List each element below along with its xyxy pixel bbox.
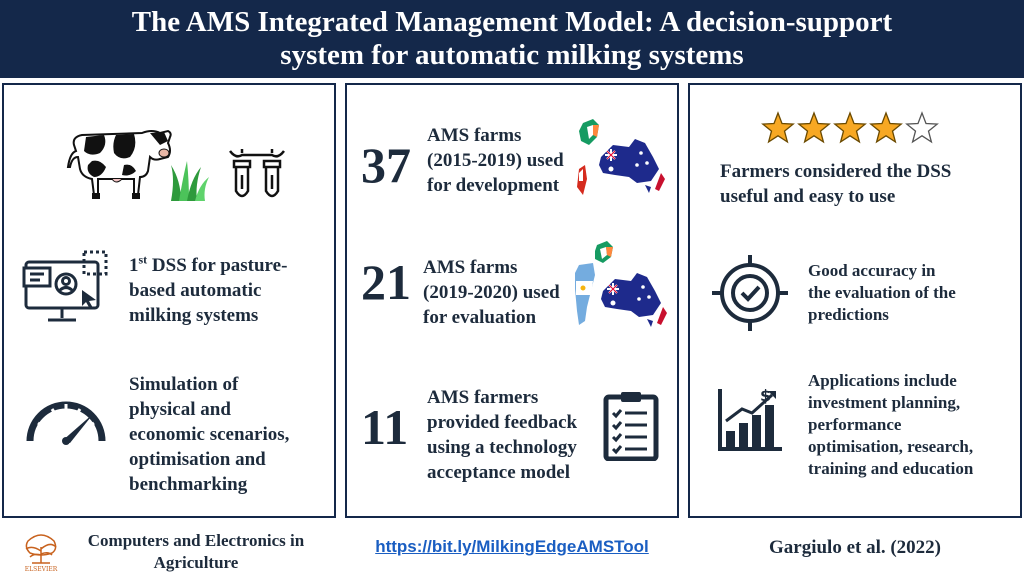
elsevier-logo-text: ELSEVIER: [25, 566, 58, 573]
star-filled-icon: [869, 111, 903, 144]
applications-line5: training and education: [808, 459, 974, 478]
grass-icon: [171, 161, 209, 201]
feedback-farmers-count: 11: [361, 399, 409, 455]
evaluation-line1: AMS farms: [423, 257, 518, 278]
rating-line1: Farmers considered the DSS: [720, 161, 952, 182]
dss-line2: based automatic: [129, 280, 262, 301]
evaluation-farms-text: AMS farms (2019-2020) used for evaluatio…: [423, 255, 560, 330]
clipboard-checklist-icon: [603, 392, 659, 461]
evaluation-line2: (2019-2020) used: [423, 282, 560, 303]
citation: Gargiulo et al. (2022): [768, 537, 942, 558]
simulation-description: Simulation of physical and economic scen…: [129, 372, 289, 497]
development-line3: for development: [427, 175, 560, 196]
dss-ordinal: 1: [129, 255, 139, 276]
page-title-line2: system for automatic milking systems: [280, 39, 744, 71]
simulation-line4: optimisation and: [129, 449, 266, 470]
argentina-ireland-australia-map-icon: [575, 241, 667, 327]
feedback-farmers-text: AMS farmers provided feedback using a te…: [427, 385, 577, 485]
feedback-line4: acceptance model: [427, 462, 570, 483]
computer-user-icon: [22, 250, 108, 322]
rating-line2: useful and easy to use: [720, 186, 896, 207]
applications-line4: optimisation, research,: [808, 437, 974, 456]
panel-farms: 37 AMS farms (2015-2019) used for develo…: [345, 83, 679, 518]
accuracy-description: Good accuracy in the evaluation of the p…: [808, 260, 956, 326]
development-line1: AMS farms: [427, 125, 522, 146]
journal-line2: Agriculture: [153, 553, 239, 572]
feedback-line1: AMS farmers: [427, 387, 539, 408]
page-title-line1: The AMS Integrated Management Model: A d…: [131, 6, 893, 38]
dss-line3: milking systems: [129, 305, 259, 326]
target-check-icon: [712, 255, 788, 331]
elsevier-logo-icon: ELSEVIER: [25, 534, 58, 573]
accuracy-line1: Good accuracy in: [808, 261, 936, 280]
feedback-line2: provided feedback: [427, 412, 578, 433]
dss-ordinal-suffix: st: [138, 252, 148, 267]
panel-overview: 1st DSS for pasture- based automatic mil…: [2, 83, 336, 518]
development-farms-text: AMS farms (2015-2019) used for developme…: [427, 123, 564, 198]
star-filled-icon: [761, 111, 795, 144]
applications-description: Applications include investment planning…: [808, 370, 973, 480]
simulation-line3: economic scenarios,: [129, 424, 290, 445]
dss-line1: DSS for pasture-: [147, 255, 288, 276]
evaluation-farms-count: 21: [361, 254, 411, 310]
growth-chart-icon: $: [718, 386, 782, 451]
feedback-line3: using a technology: [427, 437, 577, 458]
star-filled-icon: [797, 111, 831, 144]
star-rating: [761, 111, 939, 144]
cow-icon: [66, 129, 172, 199]
svg-text:$: $: [760, 386, 771, 405]
star-empty-icon: [905, 111, 939, 144]
applications-line1: Applications include: [808, 371, 957, 390]
header-banner: The AMS Integrated Management Model: A d…: [0, 0, 1024, 78]
simulation-line2: physical and: [129, 399, 231, 420]
star-filled-icon: [833, 111, 867, 144]
simulation-line5: benchmarking: [129, 474, 248, 495]
development-farms-count: 37: [361, 137, 411, 193]
ireland-australia-map-icon: [577, 119, 665, 195]
applications-line3: performance: [808, 415, 902, 434]
development-line2: (2015-2019) used: [427, 150, 564, 171]
applications-line2: investment planning,: [808, 393, 961, 412]
simulation-line1: Simulation of: [129, 374, 239, 395]
rating-caption: Farmers considered the DSS useful and ea…: [720, 159, 951, 209]
gauge-icon: [26, 401, 106, 445]
journal-name: Computers and Electronics in Agriculture: [76, 530, 316, 574]
panel-evaluation: Farmers considered the DSS useful and ea…: [688, 83, 1022, 518]
journal-line1: Computers and Electronics in: [87, 531, 305, 550]
dss-description: 1st DSS for pasture- based automatic mil…: [129, 253, 287, 328]
evaluation-line3: for evaluation: [423, 307, 537, 328]
accuracy-line2: the evaluation of the: [808, 283, 956, 302]
tool-link[interactable]: https://bit.ly/MilkingEdgeAMSTool: [375, 537, 649, 556]
milking-cups-icon: [229, 149, 285, 198]
accuracy-line3: predictions: [808, 305, 889, 324]
